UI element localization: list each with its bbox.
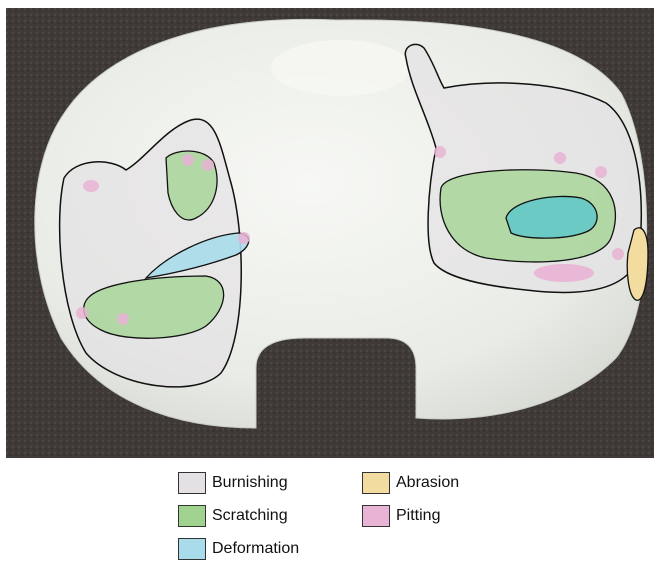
pitting-spot: [76, 307, 88, 319]
legend-label-deformation: Deformation: [212, 540, 299, 558]
tibial-spine: [271, 40, 411, 96]
deformation-swatch: [178, 538, 206, 560]
tibial-insert-photo: [6, 8, 654, 458]
pitting-region-right: [534, 264, 594, 282]
pitting-spot: [202, 159, 214, 171]
legend-label-abrasion: Abrasion: [396, 474, 459, 492]
pitting-spot: [554, 152, 566, 164]
abrasion-swatch: [362, 472, 390, 494]
pitting-spot: [612, 248, 624, 260]
pitting-spot: [83, 180, 99, 192]
pitting-spot: [434, 146, 446, 158]
pitting-spot: [238, 232, 250, 244]
pitting-spot: [595, 166, 607, 178]
legend-label-pitting: Pitting: [396, 507, 440, 525]
legend-item-pitting: Pitting: [362, 503, 440, 529]
legend-item-abrasion: Abrasion: [362, 470, 459, 496]
legend-item-scratching: Scratching: [178, 503, 288, 529]
scratching-swatch: [178, 505, 206, 527]
legend-label-scratching: Scratching: [212, 507, 288, 525]
burnishing-swatch: [178, 472, 206, 494]
pitting-spot: [182, 154, 194, 166]
legend-item-burnishing: Burnishing: [178, 470, 288, 496]
pitting-spot: [117, 313, 129, 325]
pitting-swatch: [362, 505, 390, 527]
legend-label-burnishing: Burnishing: [212, 474, 288, 492]
legend-item-deformation: Deformation: [178, 536, 299, 562]
